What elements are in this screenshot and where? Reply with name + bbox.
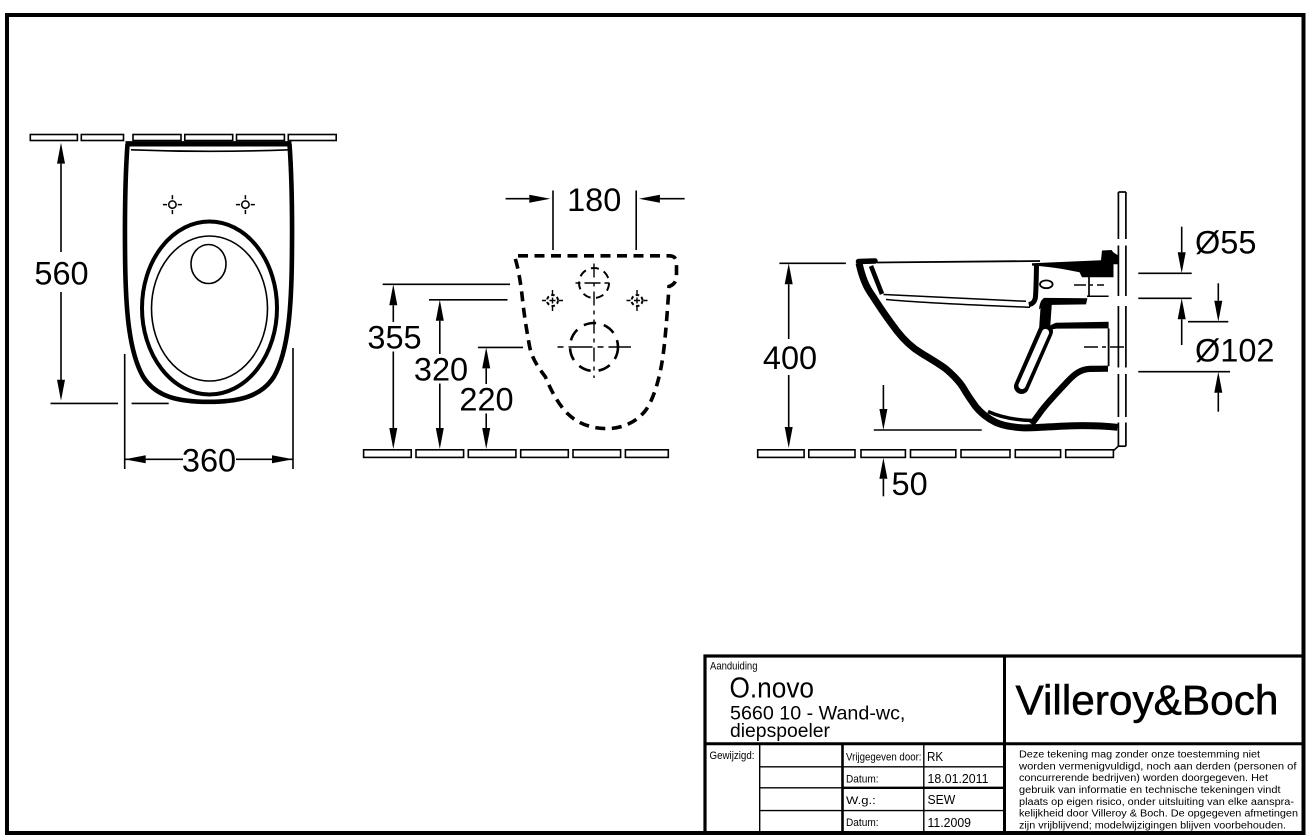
svg-text:360: 360: [182, 443, 236, 479]
svg-text:11.2009: 11.2009: [928, 816, 972, 830]
svg-text:5660 10 - Wand-wc,: 5660 10 - Wand-wc,: [730, 703, 905, 725]
svg-text:SEW: SEW: [928, 793, 956, 807]
svg-text:Villeroy&Boch: Villeroy&Boch: [1016, 677, 1279, 724]
svg-text:worden vermenigvuldigd, noch a: worden vermenigvuldigd, noch aan derden …: [1018, 761, 1297, 772]
svg-text:355: 355: [367, 320, 421, 356]
svg-text:Vrijgegeven door:: Vrijgegeven door:: [846, 751, 922, 763]
svg-text:180: 180: [567, 182, 621, 218]
svg-text:RK: RK: [927, 750, 944, 764]
svg-text:gebruik van informatie en tech: gebruik van informatie en technische tek…: [1019, 785, 1281, 796]
svg-text:zijn vrijblijvend; modelwijzig: zijn vrijblijvend; modelwijzigingen blij…: [1019, 820, 1286, 831]
svg-text:plaats op eigen risico, onder: plaats op eigen risico, onder uitsluitin…: [1019, 797, 1294, 808]
svg-text:Datum:: Datum:: [846, 817, 879, 829]
svg-text:18.01.2011: 18.01.2011: [928, 772, 989, 786]
svg-text:O.novo: O.novo: [730, 673, 815, 705]
svg-text:320: 320: [414, 352, 468, 388]
svg-text:50: 50: [892, 466, 928, 502]
svg-text:Datum:: Datum:: [846, 774, 879, 786]
svg-text:400: 400: [763, 340, 817, 376]
svg-text:W.g.:: W.g.:: [846, 795, 876, 807]
svg-text:Deze tekening mag zonder onze: Deze tekening mag zonder onze toestemmin…: [1019, 750, 1260, 761]
svg-text:diepspoeler: diepspoeler: [730, 720, 830, 742]
svg-text:Gewijzigd:: Gewijzigd:: [710, 750, 755, 762]
svg-text:concurrerende bedrijven) worde: concurrerende bedrijven) worden doorgege…: [1019, 773, 1268, 784]
svg-text:Ø102: Ø102: [1195, 333, 1275, 369]
svg-text:Ø55: Ø55: [1195, 225, 1256, 261]
svg-text:kelijkheid door Villeroy & Boc: kelijkheid door Villeroy & Boch. De opge…: [1019, 809, 1298, 820]
svg-text:Aanduiding: Aanduiding: [710, 661, 758, 673]
svg-text:220: 220: [459, 382, 513, 418]
svg-text:560: 560: [34, 255, 88, 291]
